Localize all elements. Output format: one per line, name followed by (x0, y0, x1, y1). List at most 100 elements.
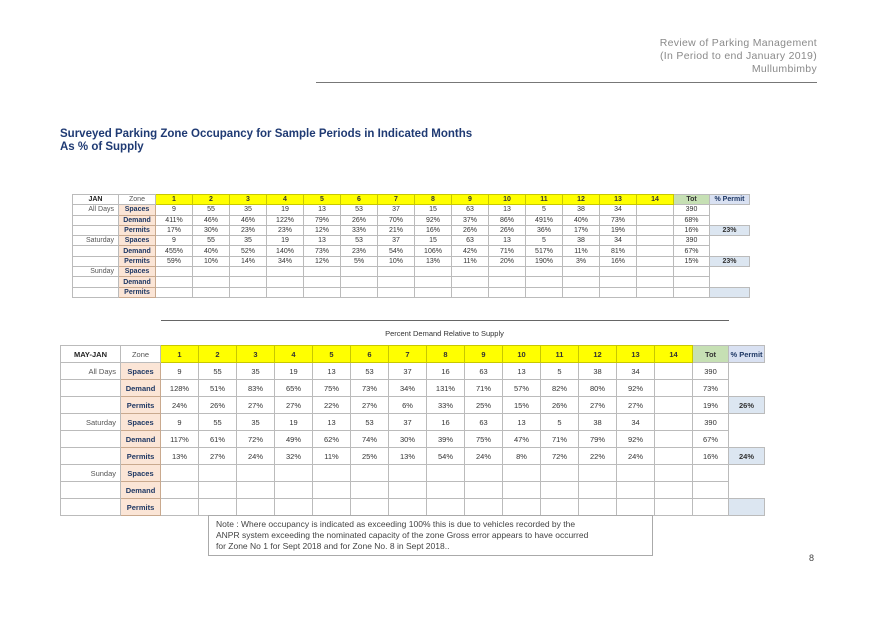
table-cell (578, 481, 617, 499)
table-cell: 11% (312, 447, 351, 465)
table-cell: 26% (198, 396, 237, 414)
table-cell: 27% (350, 396, 389, 414)
table-cell: 19% (599, 224, 637, 237)
row-label: Demand (120, 379, 161, 397)
table-cell (525, 286, 563, 298)
row-label: Spaces (120, 362, 161, 380)
table-cell: 13 (488, 204, 526, 216)
permit-cell (729, 414, 765, 431)
table-cell: 38 (578, 413, 617, 431)
table-cell (229, 286, 267, 298)
table-cell: 5 (540, 362, 579, 380)
tot-cell: 67% (673, 245, 710, 257)
period-group (72, 255, 119, 268)
permit-cell: 23% (709, 255, 750, 268)
permit-cell (709, 286, 750, 298)
table-cell: 63 (451, 235, 489, 247)
table-cell: 10% (192, 255, 230, 268)
table-cell (192, 286, 230, 298)
period-group (60, 379, 121, 397)
table-cell: 27% (198, 447, 237, 465)
table-cell (303, 276, 341, 288)
table-cell: 38 (578, 362, 617, 380)
table-cell: 106% (414, 245, 452, 257)
table-cell: 47% (502, 430, 541, 448)
table-cell: 46% (229, 214, 267, 226)
table-cell (540, 464, 579, 482)
permit-cell (710, 246, 750, 256)
row-label: Spaces (118, 235, 156, 247)
row-label: Spaces (118, 204, 156, 216)
tot-cell: 16% (673, 224, 710, 237)
table-cell: 16% (414, 224, 452, 237)
table-cell: 15 (414, 235, 452, 247)
table-cell: 15 (414, 204, 452, 216)
table-cell (599, 276, 637, 288)
table-cell: 73% (599, 214, 637, 226)
table-cell: 49% (274, 430, 313, 448)
table-cell: 54% (377, 245, 415, 257)
table-cell: 122% (266, 214, 304, 226)
zone-header: 13 (616, 345, 655, 363)
table-cell (274, 498, 313, 516)
table-cell: 17% (155, 224, 193, 237)
table-cell (377, 276, 415, 288)
period-group (60, 396, 121, 414)
zone-header: 11 (540, 345, 579, 363)
table-cell: 13 (303, 204, 341, 216)
table-cell (377, 286, 415, 298)
table-cell (426, 481, 465, 499)
table-cell (616, 498, 655, 516)
table-cell: 73% (350, 379, 389, 397)
caption-spacer (61, 321, 161, 346)
table-cell (654, 413, 693, 431)
table-cell: 55 (192, 204, 230, 216)
table-cell: 63 (451, 204, 489, 216)
table-cell: 11% (451, 255, 489, 268)
table-cell: 34 (599, 235, 637, 247)
period-group (60, 481, 121, 499)
table-cell: 65% (274, 379, 313, 397)
table-cell: 39% (426, 430, 465, 448)
table-cell: 27% (274, 396, 313, 414)
table-cell: 40% (192, 245, 230, 257)
permit-header: % Permit (728, 345, 765, 363)
table-cell: 22% (312, 396, 351, 414)
tot-header: Tot (692, 345, 729, 363)
table-cell: 13 (502, 413, 541, 431)
table-cell: 190% (525, 255, 563, 268)
table-cell: 13 (312, 413, 351, 431)
table-cell: 22% (578, 447, 617, 465)
table-cell: 30% (192, 224, 230, 237)
table-cell (654, 498, 693, 516)
table-cell (350, 481, 389, 499)
zone-header: 10 (488, 193, 526, 206)
table-cell: 21% (377, 224, 415, 237)
table-cell: 35 (229, 204, 267, 216)
table-cell (525, 276, 563, 288)
table-cell: 71% (464, 379, 503, 397)
zone-header: 14 (654, 345, 693, 363)
table-cell (192, 276, 230, 288)
table-cell: 9 (160, 413, 199, 431)
note-line1: Note : Where occupancy is indicated as e… (216, 519, 576, 529)
period-group: Saturday (72, 235, 119, 247)
table-cell (451, 286, 489, 298)
table-cell: 37 (377, 235, 415, 247)
zone-header: 1 (155, 193, 193, 206)
zone-header: 3 (229, 193, 267, 206)
table-cell: 55 (198, 413, 237, 431)
row-label: Spaces (118, 266, 156, 278)
row-label: Permits (118, 224, 156, 237)
table-cell: 13 (488, 235, 526, 247)
zone-header: 5 (312, 345, 351, 363)
zone-header: 4 (274, 345, 313, 363)
table-cell: 37 (388, 362, 427, 380)
table-cell (540, 481, 579, 499)
zone-header: 8 (426, 345, 465, 363)
table-cell (388, 464, 427, 482)
